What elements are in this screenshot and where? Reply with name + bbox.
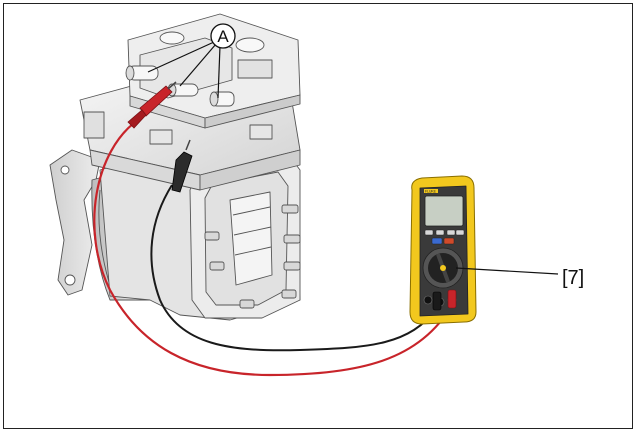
mounting-bracket bbox=[49, 149, 101, 296]
red-test-lead bbox=[93, 119, 453, 377]
meter-display bbox=[424, 195, 464, 227]
meter-buttons bbox=[424, 229, 465, 245]
end-cover-window bbox=[229, 191, 273, 286]
callout-a: A bbox=[210, 23, 236, 49]
svg-text:FLUKE: FLUKE bbox=[425, 190, 437, 194]
svg-text:A: A bbox=[217, 27, 229, 46]
lead-plugs bbox=[432, 289, 457, 311]
black-test-lead bbox=[150, 184, 438, 352]
figure-frame bbox=[3, 3, 633, 429]
end-cover-bolts bbox=[204, 204, 301, 309]
hv-terminals bbox=[125, 65, 235, 107]
red-probe bbox=[127, 81, 177, 129]
multimeter: FLUKE bbox=[409, 175, 477, 325]
callout-a-leaders bbox=[147, 41, 221, 99]
callout-7: [7] bbox=[562, 267, 584, 289]
meter-rotary-dial bbox=[422, 247, 464, 289]
black-probe bbox=[171, 139, 193, 193]
callout-7-leader bbox=[455, 267, 559, 275]
